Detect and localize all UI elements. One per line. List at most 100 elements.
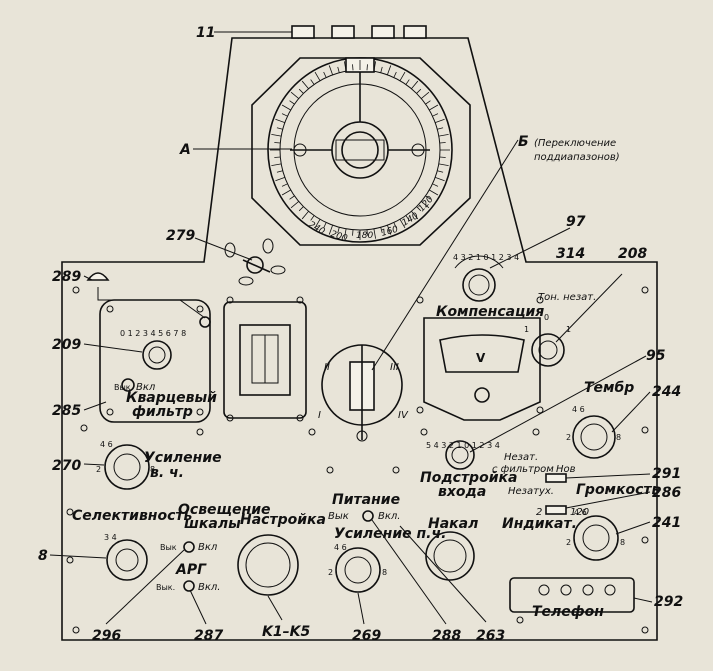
dial-tick [298,88,304,94]
dial-tick [343,61,347,72]
label-ind-2: 2 [536,507,542,518]
dial-tick [323,222,327,229]
dial-tick [405,215,410,221]
callout-269: 269 [352,628,381,644]
label-telefon: Телефон [532,604,604,620]
dial-tick [343,228,347,239]
dial-scale-ticks [270,60,450,240]
dial-tick [373,61,377,72]
callout-97: 97 [566,214,586,230]
top-terminals [291,25,427,39]
label-ind-120: 120 [570,507,589,518]
screw [641,536,649,544]
dial-tick [301,80,309,89]
svg-text:4 6: 4 6 [334,543,347,552]
dial-tick [416,206,422,212]
screw [226,414,234,422]
screw [641,426,649,434]
toggle-switches-left [183,541,195,592]
callout-11: 11 [196,25,215,41]
dial-tick [298,206,304,212]
dial-tick [337,66,340,73]
label-s-filtrom: с фильтром [492,464,554,475]
label-vyk-light: Вык [160,543,177,552]
screw [196,428,204,436]
label-filtr: фильтр [132,404,193,420]
screw [532,428,540,436]
callout-287: 287 [194,628,223,644]
screw [296,296,304,304]
label-kompensatsiya: Компенсация [436,304,544,320]
dial-tick [310,215,315,221]
screw [516,616,524,624]
screw [308,428,316,436]
label-ton-nezat: Тон. незат. [538,292,596,303]
label-timbr: Тембр [584,380,634,396]
dial-tick [281,183,288,187]
screw [641,286,649,294]
svg-text:0 1 2 3 4 5 6 7 8: 0 1 2 3 4 5 6 7 8 [120,329,186,338]
label-vkhoda: входа [438,484,486,500]
label-kvartsevyi: Кварцевый [126,390,217,406]
dial-tick [386,65,392,75]
svg-text:4 6: 4 6 [574,508,587,517]
callout-286: 286 [652,485,681,501]
callout-292: 292 [654,594,683,610]
dial-tick [438,163,449,167]
label-vkl-light: Вкл [198,542,218,553]
callout-95: 95 [646,348,666,364]
dial-tick [290,91,299,99]
callout-285: 285 [52,403,81,419]
label-K1-K5: K1–K5 [262,624,310,640]
screw [536,406,544,414]
callout-314: 314 [556,246,585,262]
label-A: А [179,142,191,158]
svg-text:4 6: 4 6 [572,405,585,414]
selectivity-knob: 3 4 [104,533,148,581]
svg-text:8: 8 [150,465,155,474]
screw [72,286,80,294]
dial-tick [276,170,283,173]
dial-tick [328,65,334,75]
screw [72,626,80,634]
dial-tick [439,142,446,144]
knob-208: 1 0 1 [524,313,571,367]
svg-text:8: 8 [620,538,625,547]
label-vkl-quartz: Вкл [136,382,156,393]
telephone-jack-panel [509,577,635,613]
dial-tick [366,64,368,71]
svg-text:V: V [476,351,486,365]
dial-tick [289,100,295,105]
callout-296: 296 [92,628,121,644]
knob-97: 4 3 2 1 0 1 2 3 4 [453,253,519,302]
callout-288: 288 [432,628,461,644]
callout-263: 263 [476,628,505,644]
label-usilenie-vch-2: в. ч. [150,465,184,481]
label-nov: Нов [556,464,576,475]
callout-244: 244 [652,384,681,400]
label-B: Б [518,134,529,150]
label-nakal: Накал [428,516,478,532]
label-vyk-power: Вык [328,511,349,522]
svg-text:5 4 3 2 1 0 1 2 3 4: 5 4 3 2 1 0 1 2 3 4 [426,441,500,450]
svg-text:8: 8 [382,568,387,577]
dial-tick [337,227,340,234]
dial-tick [435,176,445,182]
label-nezatukh: Незатух. [508,486,554,497]
label-gromkost: Громкость [576,482,661,498]
svg-text:3 4: 3 4 [104,533,117,542]
tuning-knob [237,534,299,596]
panel-labels: А Б (Переключение поддиапазонов) Компенс… [72,134,661,620]
dial-tick [425,100,431,105]
label-pitanie: Питание [332,492,400,508]
main-tuning-dial [251,57,471,246]
dial-tick [432,183,439,187]
plug-289 [86,272,211,328]
dial-tick [393,222,397,229]
dial-tick [314,219,321,229]
screw [416,406,424,414]
dial-tick [328,225,334,235]
screw [392,466,400,474]
